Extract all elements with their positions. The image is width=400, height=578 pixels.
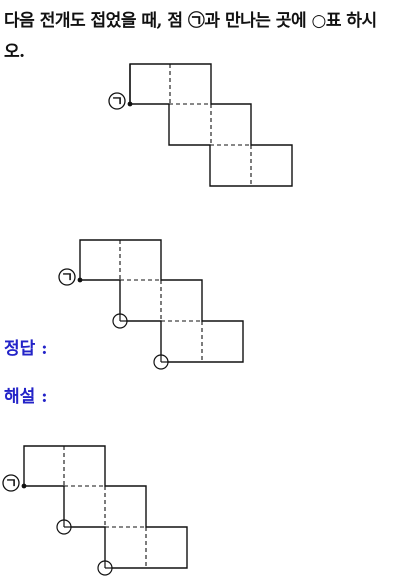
svg-text:ㄱ: ㄱ: [111, 95, 123, 110]
point-dot: [127, 101, 133, 107]
question-net-figure: ㄱ: [108, 63, 293, 187]
point-label-marker: ㄱ: [58, 268, 76, 286]
svg-text:ㄱ: ㄱ: [5, 477, 17, 492]
point-label-marker: ㄱ: [108, 92, 126, 110]
point-dot: [77, 277, 83, 283]
answer-net-figure: ㄱ: [58, 239, 244, 370]
answer-circle-mark-2: [153, 354, 169, 370]
point-dot: [21, 483, 27, 489]
explanation-circle-mark-2: [97, 560, 113, 576]
svg-text:ㄱ: ㄱ: [61, 271, 73, 286]
point-label-marker: ㄱ: [2, 474, 20, 492]
explanation-net-figure: ㄱ: [2, 445, 188, 576]
answer-label: 정답 :: [4, 339, 48, 359]
net-fold-lines: [169, 64, 252, 186]
explanation-label: 해설 :: [4, 387, 48, 407]
explanation-circle-mark-1: [56, 519, 72, 535]
answer-circle-mark-1: [112, 313, 128, 329]
question-text: 다음 전개도 접었을 때, 점 ㉠과 만나는 곳에 ○표 하시오.: [4, 11, 377, 62]
